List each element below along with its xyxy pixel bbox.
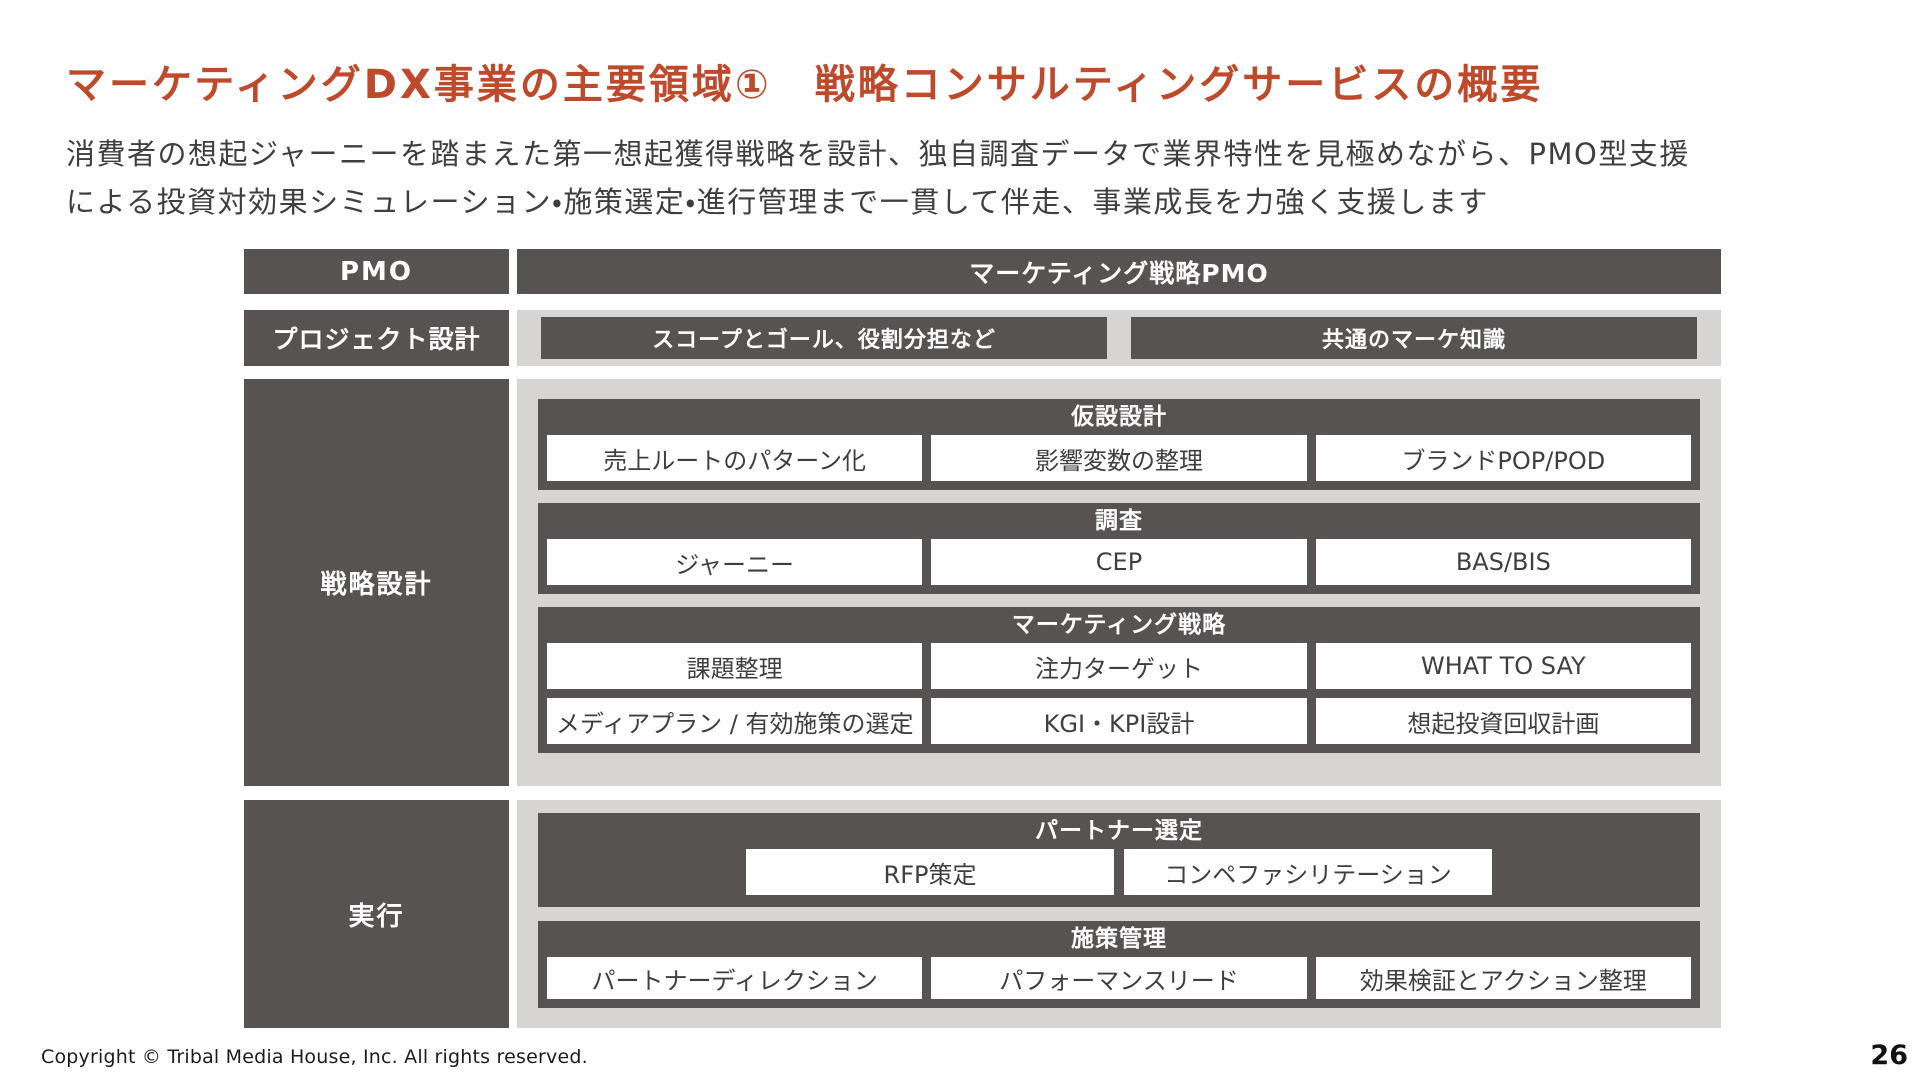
box-sales-route-patterning: 売上ルートのパターン化 xyxy=(547,435,923,481)
box-focus-target: 注力ターゲット xyxy=(931,643,1307,689)
page-title: マーケティングDX事業の主要領域① 戦略コンサルティングサービスの概要 xyxy=(66,62,1544,108)
page-number: 26 xyxy=(1870,1040,1908,1071)
box-kgi-kpi-design: KGI・KPI設計 xyxy=(931,698,1307,744)
section-title-research: 調査 xyxy=(1095,508,1143,534)
section-items-research: ジャーニー CEP BAS/BIS xyxy=(538,539,1700,594)
box-issue-organization: 課題整理 xyxy=(547,643,923,689)
box-effect-verification-action: 効果検証とアクション整理 xyxy=(1315,957,1691,999)
section-items-hypothesis-design: 売上ルートのパターン化 影響変数の整理 ブランドPOP/POD xyxy=(538,435,1700,490)
section-items-partner-selection: RFP策定 コンペファシリテーション xyxy=(538,849,1700,907)
section-partner-selection: パートナー選定 RFP策定 コンペファシリテーション xyxy=(538,813,1700,907)
row-label-pmo: PMO xyxy=(244,249,509,294)
row-label-project-design: プロジェクト設計 xyxy=(244,310,509,366)
section-title-marketing-strategy: マーケティング戦略 xyxy=(1011,612,1227,638)
section-items-measure-management: パートナーディレクション パフォーマンスリード 効果検証とアクション整理 xyxy=(538,957,1700,1008)
box-what-to-say: WHAT TO SAY xyxy=(1315,643,1691,689)
box-bas-bis: BAS/BIS xyxy=(1315,539,1691,585)
panel-execution: パートナー選定 RFP策定 コンペファシリテーション 施策管理 パートナーディレ… xyxy=(517,800,1721,1028)
box-competition-facilitation: コンペファシリテーション xyxy=(1124,849,1492,895)
box-partner-direction: パートナーディレクション xyxy=(547,957,923,999)
section-research: 調査 ジャーニー CEP BAS/BIS xyxy=(538,503,1700,594)
slide-description: 消費者の想起ジャーニーを踏まえた第一想起獲得戦略を設計、独自調査データで業界特性… xyxy=(66,130,1886,226)
copyright-text: Copyright © Tribal Media House, Inc. All… xyxy=(41,1046,588,1068)
section-title-hypothesis-design: 仮設設計 xyxy=(1071,404,1167,430)
box-brand-pop-pod: ブランドPOP/POD xyxy=(1315,435,1691,481)
box-recall-investment-recovery-plan: 想起投資回収計画 xyxy=(1315,698,1691,744)
row-label-execution: 実行 xyxy=(244,800,509,1028)
panel-project-design: スコープとゴール、役割分担など 共通のマーケ知識 xyxy=(517,310,1721,366)
box-cep: CEP xyxy=(931,539,1307,585)
section-marketing-strategy: マーケティング戦略 課題整理 注力ターゲット WHAT TO SAY メディアプ… xyxy=(538,607,1700,753)
description-line-2: による投資対効果シミュレーション・施策選定・進行管理まで一貫して伴走、事業成長を… xyxy=(66,185,1489,219)
box-journey: ジャーニー xyxy=(547,539,923,585)
section-measure-management: 施策管理 パートナーディレクション パフォーマンスリード 効果検証とアクション整… xyxy=(538,921,1700,1008)
box-performance-lead: パフォーマンスリード xyxy=(931,957,1307,999)
box-scope-goal-roles: スコープとゴール、役割分担など xyxy=(541,317,1107,359)
box-rfp-development: RFP策定 xyxy=(746,849,1114,895)
box-influence-variables: 影響変数の整理 xyxy=(931,435,1307,481)
row-label-strategy-design: 戦略設計 xyxy=(244,379,509,786)
band-marketing-strategy-pmo: マーケティング戦略PMO xyxy=(517,249,1721,294)
box-common-marketing-knowledge: 共通のマーケ知識 xyxy=(1131,317,1697,359)
section-items-marketing-strategy: 課題整理 注力ターゲット WHAT TO SAY メディアプラン / 有効施策の… xyxy=(538,643,1700,753)
box-media-plan-selection: メディアプラン / 有効施策の選定 xyxy=(547,698,923,744)
section-title-partner-selection: パートナー選定 xyxy=(1035,818,1203,844)
panel-strategy-design: 仮設設計 売上ルートのパターン化 影響変数の整理 ブランドPOP/POD 調査 … xyxy=(517,379,1721,786)
section-hypothesis-design: 仮設設計 売上ルートのパターン化 影響変数の整理 ブランドPOP/POD xyxy=(538,399,1700,490)
section-title-measure-management: 施策管理 xyxy=(1071,926,1167,952)
description-line-1: 消費者の想起ジャーニーを踏まえた第一想起獲得戦略を設計、独自調査データで業界特性… xyxy=(66,137,1690,171)
